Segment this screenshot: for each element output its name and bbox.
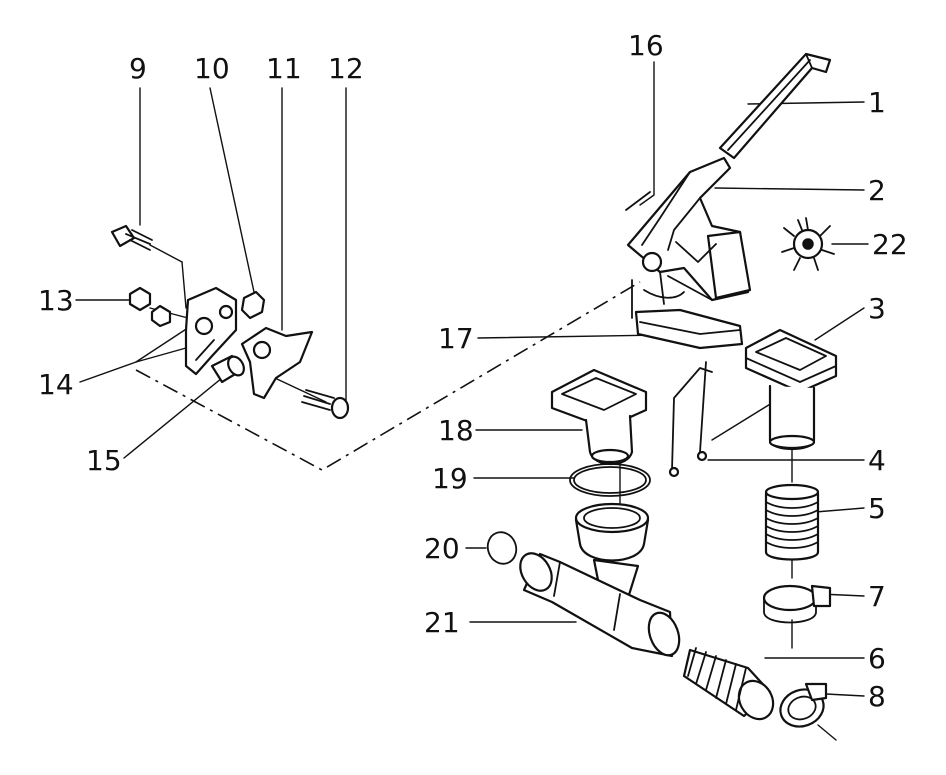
leader-2: [714, 187, 865, 191]
part-5-bellows: [764, 483, 820, 561]
part-11-cam-plate: [240, 326, 314, 400]
callout-labels: 1 2 3 4 5 6 7 8 9 10 11 12 13 14 15 16 1…: [38, 29, 908, 713]
assembly-path-main: [135, 281, 641, 471]
callout-7: 7: [868, 580, 886, 613]
part-4-link-rod: [668, 361, 713, 478]
callout-22: 22: [872, 228, 908, 261]
axis-bolt-9: [149, 244, 183, 263]
callout-4: 4: [868, 444, 886, 477]
leader-8: [825, 693, 865, 697]
leader-lines: [75, 61, 869, 697]
part-10-spacer: [240, 290, 266, 320]
part-18-inlet-elbow: [550, 368, 648, 465]
callout-5: 5: [868, 492, 886, 525]
callout-13: 13: [38, 284, 74, 317]
part-21-tee-body: [519, 502, 681, 658]
part-2-pump-housing: [625, 156, 752, 350]
callout-14: 14: [38, 368, 74, 401]
callout-16: 16: [628, 29, 664, 62]
part-12-pin: [301, 389, 350, 420]
part-3-pump-chamber: [744, 328, 838, 450]
part-8-hose-clamp: [779, 682, 828, 728]
part-13-nuts: [128, 286, 172, 328]
callout-11: 11: [266, 52, 302, 85]
axis-bolt-9b: [181, 261, 187, 309]
axis-3-diag: [711, 397, 781, 441]
callout-8: 8: [868, 680, 886, 713]
part-7-hose-clamp: [762, 584, 832, 624]
callout-17: 17: [438, 322, 474, 355]
callout-12: 12: [328, 52, 364, 85]
callout-3: 3: [868, 292, 886, 325]
callout-18: 18: [438, 414, 474, 447]
callout-20: 20: [424, 532, 460, 565]
leader-14: [79, 347, 187, 383]
leader-17: [477, 334, 661, 339]
part-6-hose: [682, 647, 775, 721]
callout-1: 1: [868, 86, 886, 119]
callout-21: 21: [424, 606, 460, 639]
part-1-handle: [718, 52, 832, 160]
part-9-bolt: [110, 224, 153, 251]
callout-10: 10: [194, 52, 230, 85]
part-19-o-ring: [569, 463, 651, 497]
part-14-bracket: [184, 286, 238, 376]
leader-5: [814, 507, 865, 513]
leader-16: [639, 61, 655, 206]
part-20-small-o-ring: [486, 531, 518, 565]
callout-19: 19: [432, 462, 468, 495]
leader-15: [123, 377, 223, 459]
callout-9: 9: [129, 52, 147, 85]
leader-10: [209, 87, 255, 293]
part-15-bushing: [210, 354, 245, 384]
part-22-impeller: [781, 217, 835, 271]
callout-15: 15: [86, 444, 122, 477]
callout-6: 6: [868, 642, 886, 675]
callout-2: 2: [868, 174, 886, 207]
axis-8: [817, 724, 837, 741]
leader-3: [814, 307, 865, 341]
